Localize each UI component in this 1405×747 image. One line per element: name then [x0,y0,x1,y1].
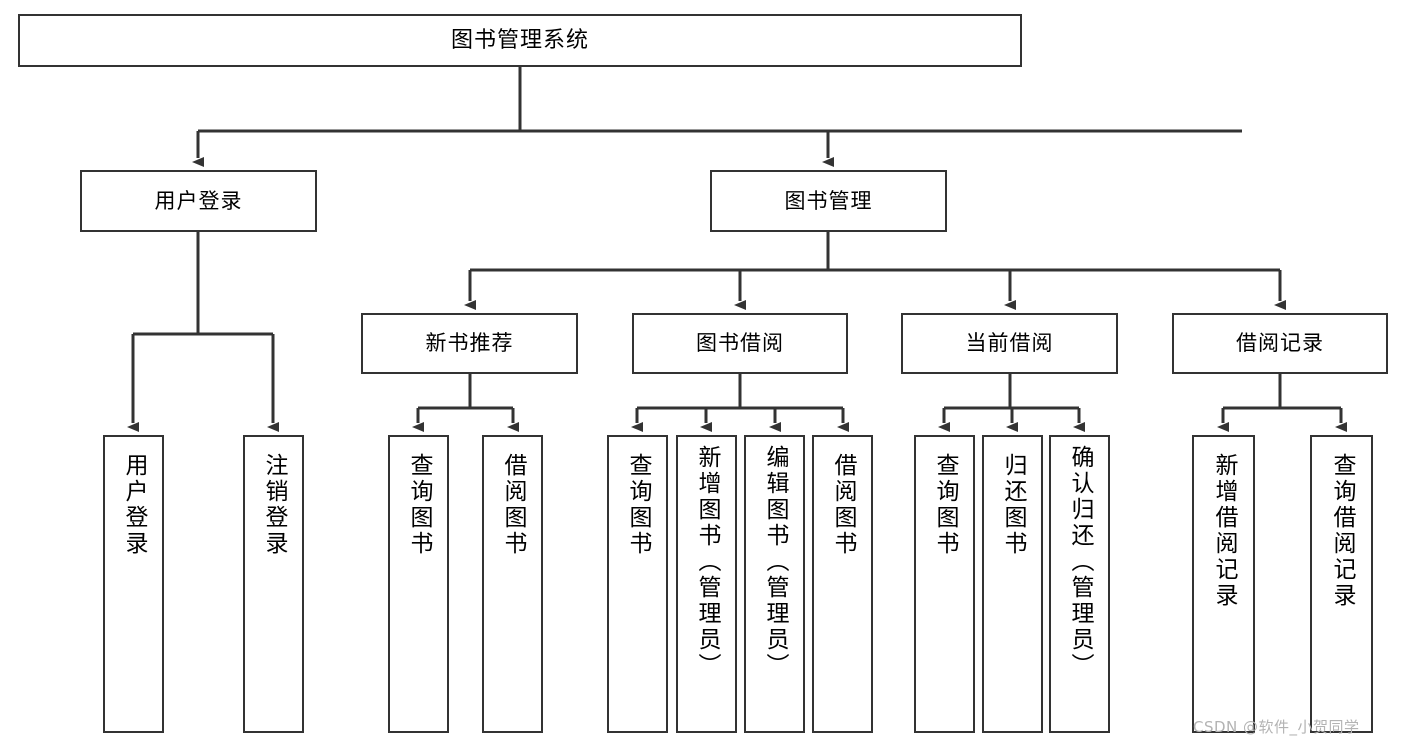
node-leaf-query-book-1-label: 查询图书 [406,453,432,557]
node-leaf-query-book-2[interactable]: 查询图书 [607,435,668,733]
node-book-manage[interactable]: 图书管理 [710,170,947,232]
node-leaf-borrow-book-1-label: 借阅图书 [500,453,526,557]
node-current-borrow-label: 当前借阅 [965,331,1054,356]
node-borrow-record[interactable]: 借阅记录 [1172,313,1388,374]
node-leaf-return-book-label: 归还图书 [1000,453,1026,557]
node-book-borrow-label: 图书借阅 [696,331,784,356]
node-leaf-user-login-label: 用户登录 [121,453,147,557]
node-leaf-query-book-3-label: 查询图书 [932,453,958,557]
node-leaf-query-book-2-label: 查询图书 [625,453,651,557]
node-leaf-borrow-book-2[interactable]: 借阅图书 [812,435,873,733]
node-leaf-query-book-3[interactable]: 查询图书 [914,435,975,733]
node-borrow-record-label: 借阅记录 [1236,331,1324,356]
node-leaf-query-book-1[interactable]: 查询图书 [388,435,449,733]
watermark-text: CSDN @软件_小贺同学 [1193,718,1360,736]
node-leaf-query-record-label: 查询借阅记录 [1329,453,1355,609]
node-leaf-add-book-label: 新增图书（管理员） [694,445,720,679]
node-leaf-user-logout[interactable]: 注销登录 [243,435,304,733]
node-leaf-borrow-book-2-label: 借阅图书 [830,453,856,557]
node-leaf-add-book[interactable]: 新增图书（管理员） [676,435,737,733]
node-leaf-user-login[interactable]: 用户登录 [103,435,164,733]
node-leaf-add-record-label: 新增借阅记录 [1211,453,1237,609]
node-leaf-query-record[interactable]: 查询借阅记录 [1310,435,1373,733]
node-root[interactable]: 图书管理系统 [18,14,1022,67]
node-leaf-user-logout-label: 注销登录 [261,453,287,557]
node-root-label: 图书管理系统 [450,27,589,53]
node-leaf-confirm-return[interactable]: 确认归还（管理员） [1049,435,1110,733]
node-book-manage-label: 图书管理 [784,188,873,213]
node-leaf-edit-book-label: 编辑图书（管理员） [762,445,788,679]
node-book-borrow[interactable]: 图书借阅 [632,313,848,374]
node-user-login[interactable]: 用户登录 [80,170,317,232]
node-new-book-recommend-label: 新书推荐 [425,331,514,356]
node-user-login-label: 用户登录 [154,188,243,213]
node-leaf-confirm-return-label: 确认归还（管理员） [1067,445,1093,679]
node-leaf-add-record[interactable]: 新增借阅记录 [1192,435,1255,733]
node-leaf-borrow-book-1[interactable]: 借阅图书 [482,435,543,733]
node-leaf-edit-book[interactable]: 编辑图书（管理员） [744,435,805,733]
node-leaf-return-book[interactable]: 归还图书 [982,435,1043,733]
node-current-borrow[interactable]: 当前借阅 [901,313,1118,374]
node-new-book-recommend[interactable]: 新书推荐 [361,313,578,374]
